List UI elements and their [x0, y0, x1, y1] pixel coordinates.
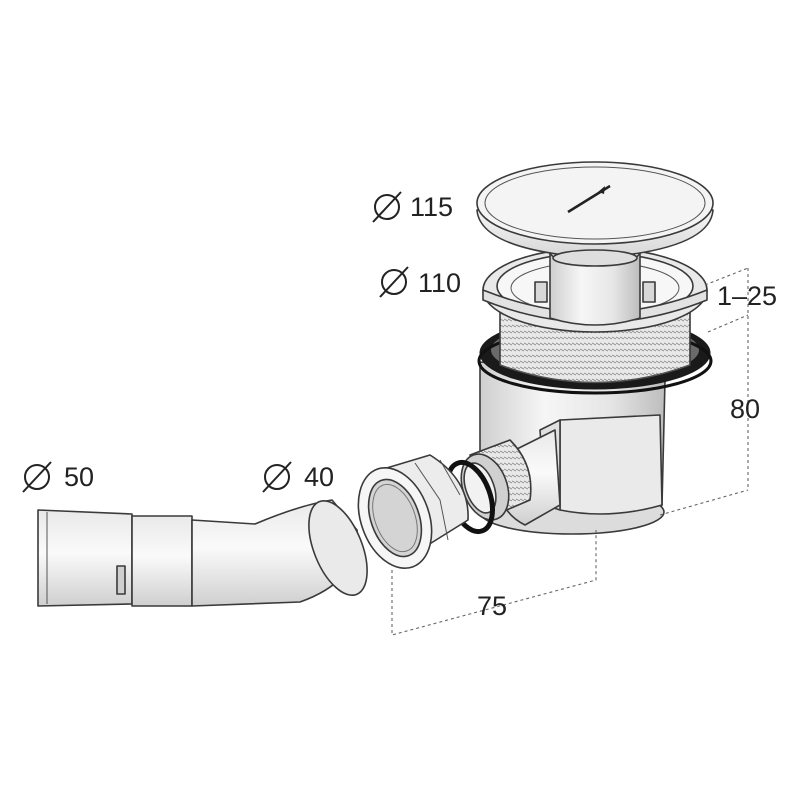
diameter-icon [379, 266, 409, 298]
pipe-small-diameter-label: 40 [304, 462, 334, 492]
cover-cap [476, 161, 714, 267]
diameter-icon [372, 191, 402, 223]
adjust-range-label: 1–25 [717, 281, 777, 311]
cover-diameter-label: 115 [410, 192, 453, 222]
compression-nut [357, 454, 469, 570]
diameter-icon [262, 461, 292, 493]
outlet-offset-label: 75 [477, 591, 507, 621]
diameter-icon [22, 461, 52, 493]
height-label: 80 [730, 394, 760, 424]
pipe-large-diameter-label: 50 [64, 462, 94, 492]
dimension-lines [391, 267, 749, 636]
flange-diameter-label: 110 [418, 268, 461, 298]
pipe-adapter [37, 499, 368, 607]
